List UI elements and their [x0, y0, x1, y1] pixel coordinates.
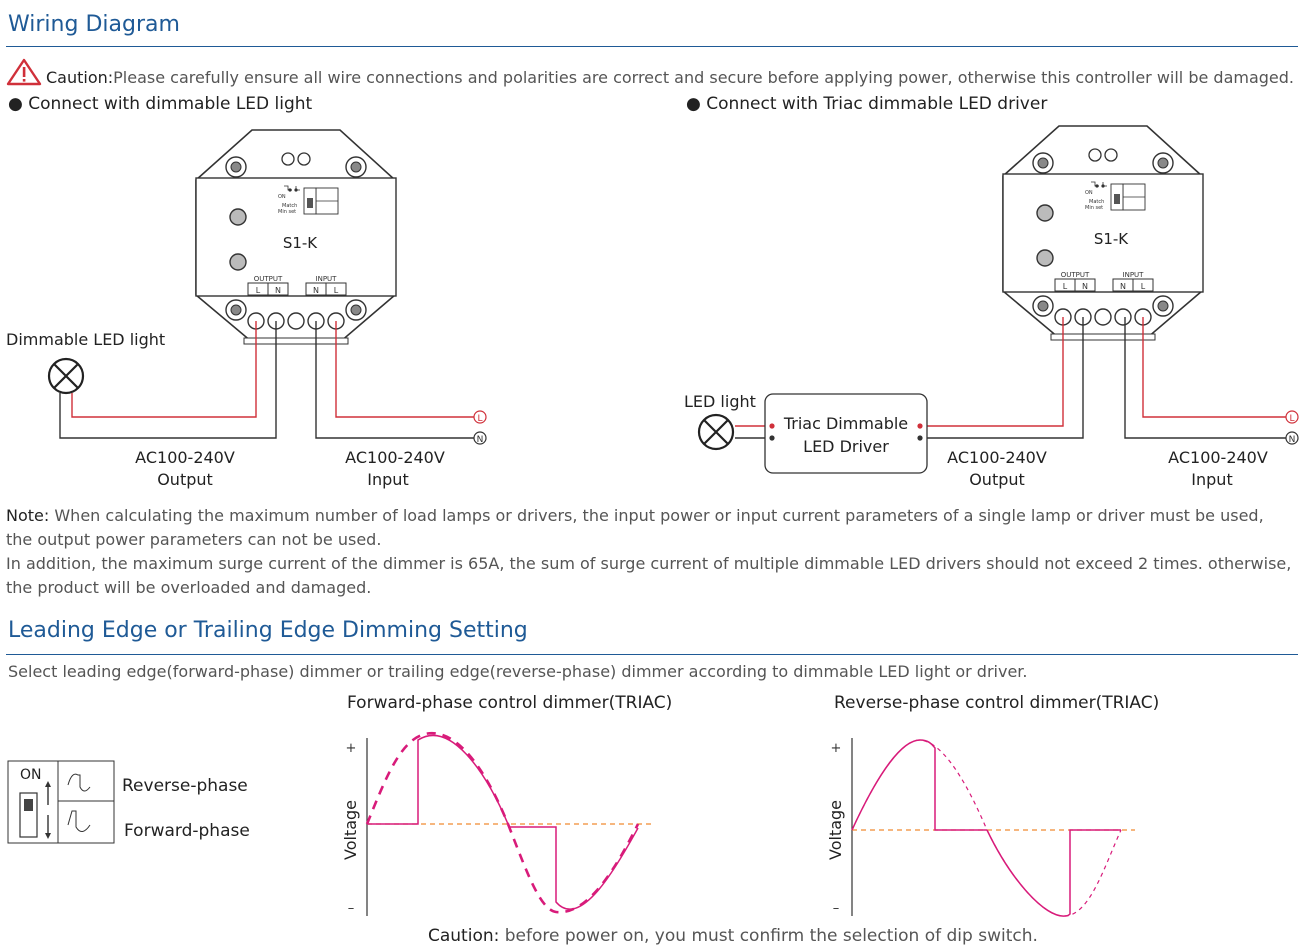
minus-sign: –	[348, 901, 355, 916]
wiring-left	[59, 321, 474, 439]
input-label: INPUT	[1123, 271, 1145, 279]
lamp-icon	[47, 357, 85, 395]
device-left: ON Match Min set S1-K OUTPUT INPUT L N N…	[195, 129, 397, 345]
wiring-diagrams: ON Match Min set S1-K OUTPUT INPUT L N N…	[6, 125, 1299, 489]
left-load-label: Dimmable LED light	[6, 330, 165, 349]
heading-rule	[6, 654, 1298, 655]
left-input-voltage: AC100-240V	[345, 448, 445, 467]
dip-match-label: Match	[282, 203, 297, 209]
forward-phase-icon	[67, 810, 91, 832]
note-label: Note:	[6, 506, 50, 525]
dip-legend-on: ON	[20, 767, 42, 783]
arrow-up-icon	[45, 781, 51, 805]
dip-switch-legend: ON Reverse-phase Forward-phase	[7, 760, 250, 844]
note-line-1: Note: When calculating the maximum numbe…	[6, 506, 1264, 525]
voltage-axis-label: Voltage	[341, 800, 360, 860]
waveform-negative	[508, 826, 639, 910]
dip-minset-label: Min set	[278, 209, 296, 215]
plus-sign: +	[346, 741, 357, 756]
minus-sign: –	[833, 901, 840, 916]
reverse-phase-icon	[67, 773, 91, 792]
device-model-label: S1-K	[1094, 230, 1129, 248]
terminal-N-out: N	[1082, 282, 1088, 291]
waveform-positive	[851, 739, 987, 831]
warning-icon	[6, 58, 42, 86]
dip-on-label: ON	[278, 194, 286, 200]
left-output-voltage: AC100-240V	[135, 448, 235, 467]
arrow-down-icon	[45, 815, 51, 839]
right-output-caption: Output	[969, 470, 1025, 489]
line-marker-left: L	[473, 410, 487, 424]
svg-text:L: L	[477, 414, 482, 424]
lamp-icon	[697, 413, 735, 451]
note-text-1: When calculating the maximum number of l…	[54, 506, 1264, 525]
dip-minset-label: Min set	[1085, 205, 1103, 211]
wiring-right	[735, 317, 1286, 439]
input-label: INPUT	[316, 275, 338, 283]
terminal-L-in: L	[334, 286, 339, 295]
note-line-2: the output power parameters can not be u…	[6, 530, 382, 549]
caution-text: Please carefully ensure all wire connect…	[113, 68, 1295, 87]
driver-line1: Triac Dimmable	[783, 414, 908, 433]
graph-left-title: Forward-phase control dimmer(TRIAC)	[347, 693, 673, 713]
caution-line: Caution:Please carefully ensure all wire…	[46, 68, 1294, 87]
svg-text:L: L	[1289, 414, 1294, 424]
neutral-marker-right: N	[1285, 431, 1299, 445]
terminal-N-out: N	[275, 286, 281, 295]
output-label: OUTPUT	[1061, 271, 1090, 279]
dip-on-label: ON	[1085, 190, 1093, 196]
device-model-label: S1-K	[283, 234, 318, 252]
forward-phase-label: Forward-phase	[124, 821, 250, 841]
terminal-L-out: L	[256, 286, 261, 295]
heading-rule	[6, 46, 1298, 47]
output-label: OUTPUT	[254, 275, 283, 283]
forward-phase-graph: + – Voltage	[341, 731, 652, 916]
terminal-N-in: N	[1120, 282, 1126, 291]
note-line-3: In addition, the maximum surge current o…	[6, 554, 1292, 573]
bottom-caution: Caution: before power on, you must confi…	[428, 926, 1038, 946]
section-title-wiring: Wiring Diagram	[8, 12, 180, 37]
voltage-axis-label: Voltage	[826, 800, 845, 860]
neutral-marker-left: N	[473, 431, 487, 445]
left-input-caption: Input	[367, 470, 408, 489]
dashed-positive-half	[851, 739, 988, 831]
note-line-4: the product will be overloaded and damag…	[6, 578, 372, 597]
driver-box: Triac Dimmable LED Driver	[764, 393, 928, 474]
left-output-caption: Output	[157, 470, 213, 489]
waveform-negative	[986, 829, 1121, 917]
reverse-phase-label: Reverse-phase	[122, 776, 248, 796]
bullet-dimmable-led: ● Connect with dimmable LED light	[8, 94, 313, 114]
driver-line2: LED Driver	[803, 437, 889, 456]
graph-right-title: Reverse-phase control dimmer(TRIAC)	[834, 693, 1160, 713]
dip-match-label: Match	[1089, 199, 1104, 205]
right-output-voltage: AC100-240V	[947, 448, 1047, 467]
terminal-N-in: N	[313, 286, 319, 295]
bottom-caution-label: Caution:	[428, 926, 500, 946]
caution-label: Caution:	[46, 68, 114, 87]
svg-text:N: N	[477, 435, 484, 445]
waveform-positive	[367, 734, 509, 825]
right-input-voltage: AC100-240V	[1168, 448, 1268, 467]
bullet-triac-driver: ● Connect with Triac dimmable LED driver	[686, 94, 1048, 114]
terminal-L-out: L	[1063, 282, 1068, 291]
svg-text:N: N	[1289, 435, 1296, 445]
line-marker-right: L	[1285, 410, 1299, 424]
device-right: ON Match Min set S1-K OUTPUT INPUT L N N…	[1002, 125, 1204, 341]
right-input-caption: Input	[1191, 470, 1232, 489]
bottom-caution-text: before power on, you must confirm the se…	[499, 926, 1038, 946]
dip-switch-knob	[24, 799, 33, 811]
cut-positive-half	[365, 731, 510, 825]
dimming-intro: Select leading edge(forward-phase) dimme…	[8, 662, 1028, 681]
reverse-phase-graph: + – Voltage	[826, 738, 1135, 917]
section-title-dimming: Leading Edge or Trailing Edge Dimming Se…	[8, 618, 528, 643]
terminal-L-in: L	[1141, 282, 1146, 291]
right-load-label: LED light	[684, 392, 756, 411]
dashed-negative-half	[986, 829, 1122, 917]
plus-sign: +	[831, 741, 842, 756]
cut-negative-half	[506, 823, 640, 914]
